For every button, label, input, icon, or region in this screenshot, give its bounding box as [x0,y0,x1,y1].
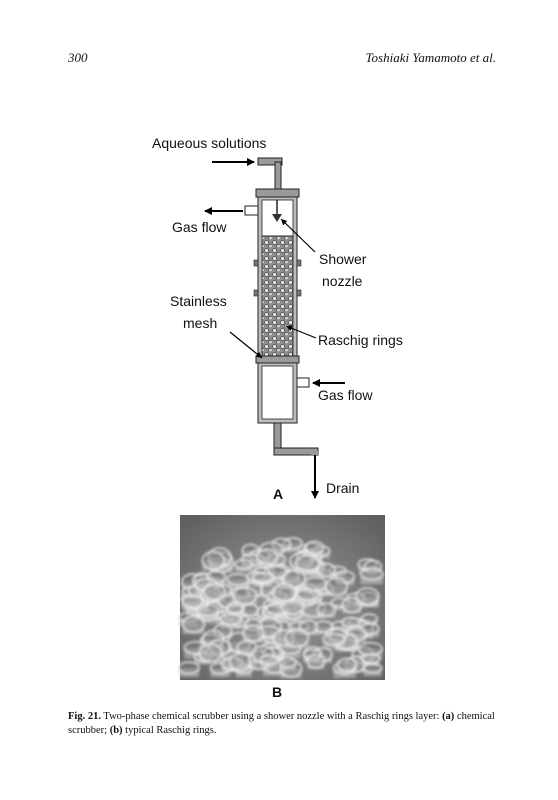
raschig-ring-rim [361,653,381,665]
raschig-ring-bed [261,235,294,357]
raschig-ring-rim [256,548,279,565]
caption-fig-label: Fig. 21. [68,711,101,722]
caption-text-3: typical Raschig rings. [125,725,217,736]
raschig-ring-rim [295,554,320,572]
running-head: Toshiaki Yamamoto et al. [365,50,496,65]
raschig-ring-rim [259,654,279,665]
panel-label-b: B [272,684,282,700]
label-gas-flow-out: Gas flow [172,219,227,235]
caption-a-label: (a) [442,711,455,722]
raschig-ring-rim [234,559,253,570]
raschig-ring-rim [181,594,204,609]
raschig-rings-photo: B [177,515,385,700]
raschig-ring-rim [306,654,326,669]
label-stainless: Stainless [170,293,227,309]
mesh-leader [229,331,263,359]
inlet-pipe [257,157,283,166]
raschig-ring-rim [226,573,250,586]
raschig-ring-rim [240,603,259,617]
gas-outlet-stub [244,205,259,216]
raschig-ring-rim [362,663,383,674]
raschig-ring-rim [325,577,348,596]
raschig-ring-rim [228,652,252,672]
figure: Aqueous solutions Gas flow Shower nozzle… [152,135,403,700]
page-number: 300 [68,50,88,65]
label-gas-flow-in: Gas flow [318,387,373,403]
label-aqueous-solutions: Aqueous solutions [152,135,266,151]
raschig-ring-rim [336,657,358,672]
label-drain: Drain [326,480,359,496]
raschig-ring-rim [322,633,346,646]
raschig-ring-rim [182,615,206,634]
raschig-ring-rim [305,540,325,555]
raschig-ring-rim [225,604,244,614]
raschig-ring-rim [298,619,318,635]
raschig-ring-rim [252,572,275,583]
figure-caption: Fig. 21. Two-phase chemical scrubber usi… [68,710,508,738]
raschig-ring-rim [359,568,384,581]
raschig-ring-rim [242,624,265,643]
raschig-ring-rim [272,583,297,602]
raschig-ring-rim [198,643,223,663]
shower-leader [280,218,316,253]
raschig-ring-rim [355,587,380,606]
caption-text-2: chemical scrubber; [68,711,495,736]
raschig-ring-rim [203,583,226,601]
stainless-mesh [255,355,300,364]
caption-text-1: Two-phase chemical scrubber using a show… [103,711,440,722]
drain-pipe [273,422,282,452]
raschig-ring-rim [232,586,258,605]
label-mesh: mesh [183,315,217,331]
top-flange [255,188,300,198]
panel-label-a: A [273,486,283,502]
scrubber-diagram: Aqueous solutions Gas flow Shower nozzle… [152,135,403,502]
label-nozzle: nozzle [322,273,363,289]
raschig-ring-rim [358,641,383,656]
raschig-ring-rim [341,616,361,628]
raschig-ring-rim [177,661,200,675]
raschig-ring-rim [278,656,297,669]
gas-inlet-stub [296,377,310,388]
raschig-leader [285,325,317,339]
raschig-ring-rim [317,562,336,578]
raschig-ring-rim [280,599,305,615]
shower-nozzle [272,214,282,222]
raschig-ring-rim [201,551,226,571]
label-raschig-rings: Raschig rings [318,332,403,348]
label-shower: Shower [319,251,367,267]
raschig-ring-rim [303,576,328,592]
caption-b-label: (b) [109,725,123,736]
raschig-ring-rim [284,628,310,648]
